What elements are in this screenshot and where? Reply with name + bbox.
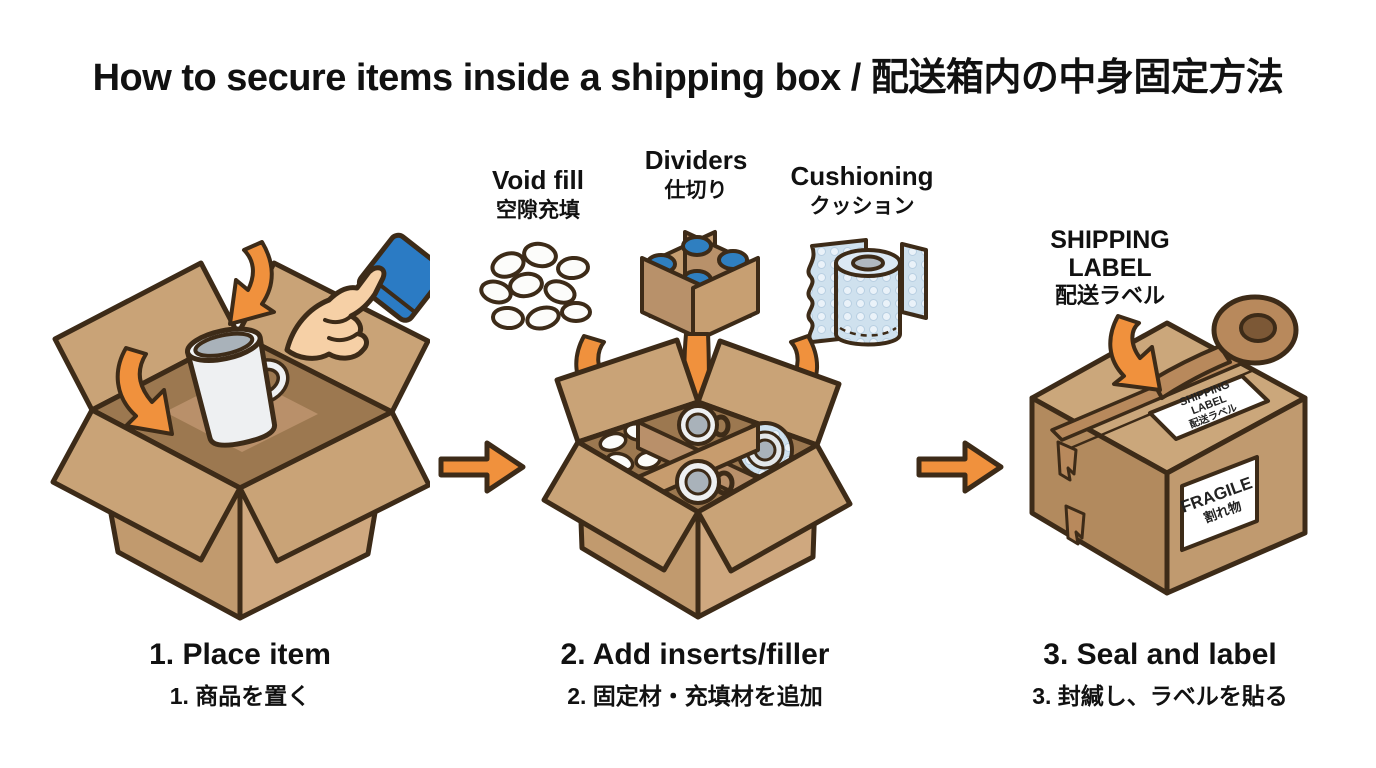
void-fill-label-ja: 空隙充填	[496, 198, 580, 222]
packed-box-icon	[541, 337, 853, 620]
torn-tape-piece	[1056, 440, 1078, 482]
step2-add-inserts-illustration	[479, 230, 928, 620]
tape-roll-icon	[1211, 294, 1299, 366]
step3-caption: 3. Seal and label 3. 封緘し、ラベルを貼る	[965, 638, 1355, 711]
open-box-body	[50, 407, 430, 621]
void-fill-label-en: Void fill	[492, 165, 584, 195]
shipping-annotation-line1: SHIPPING	[1050, 226, 1170, 254]
packing-peanuts-icon	[479, 241, 592, 331]
bubble-wrap-icon	[806, 238, 928, 347]
dividers-label-en: Dividers	[644, 145, 748, 175]
step2-caption: 2. Add inserts/filler 2. 固定材・充填材を追加	[460, 638, 930, 711]
shipping-label-annotation: SHIPPING LABEL 配送ラベル	[1010, 226, 1210, 309]
mug-top-back	[677, 404, 731, 446]
cushioning-label: Cushioning クッション	[782, 161, 942, 219]
step3-caption-en: 3. Seal and label	[1043, 638, 1277, 671]
step2-to-step3-arrow-icon	[916, 440, 1004, 494]
dividers-label-ja: 仕切り	[664, 178, 728, 202]
step1-place-item-illustration	[50, 232, 430, 621]
shipping-sticker: SHIPPING LABEL 配送ラベル	[1148, 374, 1270, 441]
cushioning-label-ja: クッション	[809, 194, 915, 218]
arrow-place-item-icon	[228, 240, 276, 326]
torn-tape-piece	[1064, 504, 1086, 546]
fragile-sticker: FRAGILE 割れ物	[1178, 455, 1259, 552]
mug-icon	[185, 326, 290, 448]
shipping-annotation-line2: LABEL	[1068, 254, 1152, 282]
step3-caption-ja: 3. 封緘し、ラベルを貼る	[1032, 683, 1288, 709]
arrow-seal-icon	[1108, 314, 1162, 392]
dividers-label: Dividers 仕切り	[616, 145, 776, 203]
step1-to-step2-arrow-icon	[438, 440, 526, 494]
step2-caption-en: 2. Add inserts/filler	[560, 638, 830, 671]
step1-caption-en: 1. Place item	[149, 638, 331, 671]
step1-caption: 1. Place item 1. 商品を置く	[50, 638, 430, 711]
divider-grid-icon	[640, 230, 760, 344]
step1-caption-ja: 1. 商品を置く	[169, 683, 311, 709]
cushioning-label-en: Cushioning	[790, 161, 934, 191]
page-title: How to secure items inside a shipping bo…	[92, 57, 1284, 99]
arrow-into-box-icon	[115, 346, 174, 436]
sleeve-icon	[356, 232, 430, 323]
shipping-annotation-line3: 配送ラベル	[1054, 283, 1165, 308]
tape-unroll	[1150, 344, 1232, 400]
step2-caption-ja: 2. 固定材・充填材を追加	[567, 683, 823, 709]
step3-seal-label-illustration: SHIPPING LABEL 配送ラベル FRAGILE 割れ物	[1029, 294, 1308, 596]
void-fill-label: Void fill 空隙充填	[458, 165, 618, 223]
mug-top-front	[675, 459, 735, 505]
